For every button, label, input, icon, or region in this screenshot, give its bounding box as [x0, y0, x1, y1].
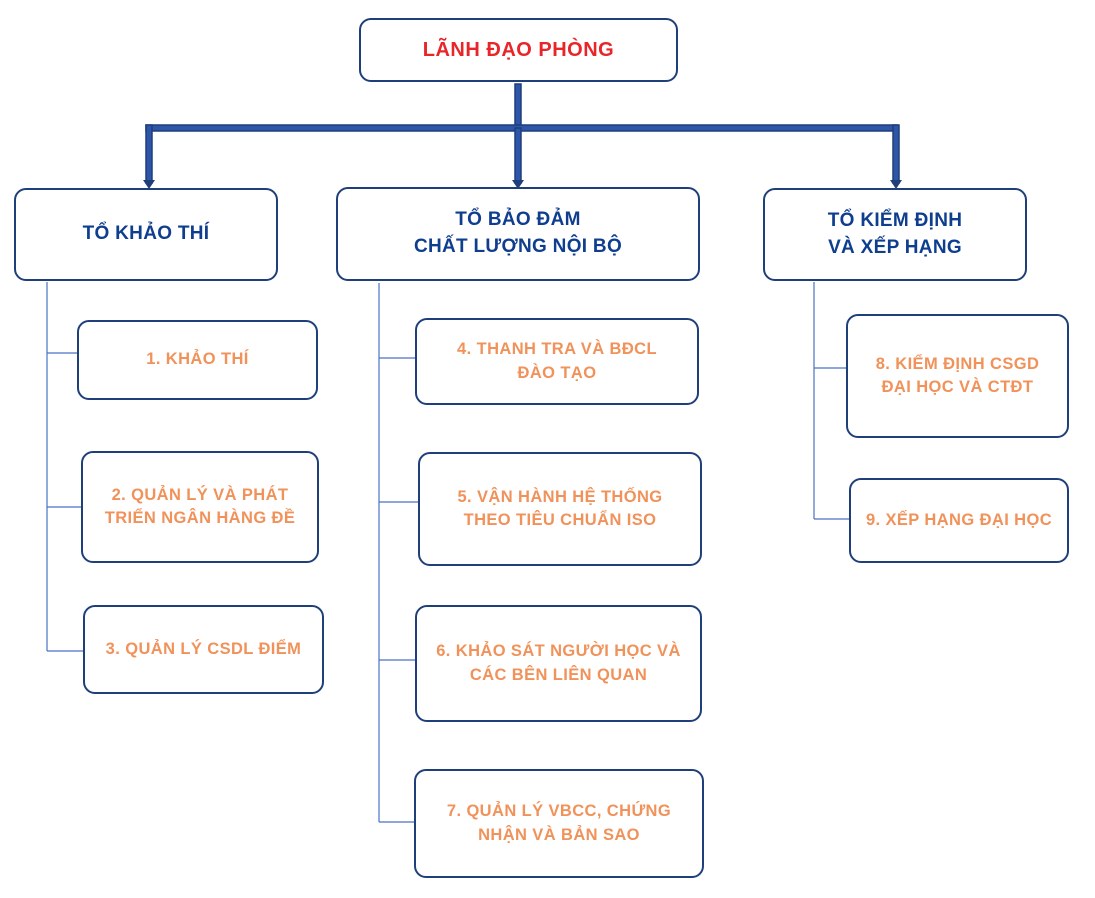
unit-box-1: 1. KHẢO THÍ [77, 320, 318, 400]
unit-label-4: 4. THANH TRA VÀ BĐCL ĐÀO TẠO [457, 340, 657, 382]
unit-label-9: 9. XẾP HẠNG ĐẠI HỌC [865, 510, 1053, 529]
unit-box-3: 3. QUẢN LÝ CSDL ĐIỂM [83, 605, 324, 694]
group-label-kiem-dinh-xep-hang: TỔ KIỂM ĐỊNH VÀ XẾP HẠNG [827, 209, 963, 258]
unit-box-7: 7. QUẢN LÝ VBCC, CHỨNG NHẬN VÀ BẢN SAO [414, 769, 704, 878]
arrowheads [143, 180, 902, 189]
unit-box-8: 8. KIỂM ĐỊNH CSGD ĐẠI HỌC VÀ CTĐT [846, 314, 1069, 438]
group-box-khao-thi: TỔ KHẢO THÍ [14, 188, 278, 281]
branch-connectors [46, 282, 849, 823]
group-label-bao-dam-chat-luong: TỔ BẢO ĐẢM CHẤT LƯỢNG NỘI BỘ [413, 209, 623, 257]
unit-box-9: 9. XẾP HẠNG ĐẠI HỌC [849, 478, 1069, 563]
unit-label-8: 8. KIỂM ĐỊNH CSGD ĐẠI HỌC VÀ CTĐT [875, 354, 1040, 396]
top-leadership-box: LÃNH ĐẠO PHÒNG [359, 18, 678, 82]
unit-label-2: 2. QUẢN LÝ VÀ PHÁT TRIỂN NGÂN HÀNG ĐỀ [104, 485, 296, 527]
main-connectors [145, 83, 900, 184]
group-label-khao-thi: TỔ KHẢO THÍ [82, 223, 210, 245]
unit-box-6: 6. KHẢO SÁT NGƯỜI HỌC VÀ CÁC BÊN LIÊN QU… [415, 605, 702, 722]
group-box-kiem-dinh-xep-hang: TỔ KIỂM ĐỊNH VÀ XẾP HẠNG [763, 188, 1027, 281]
unit-box-5: 5. VẬN HÀNH HỆ THỐNG THEO TIÊU CHUẨN ISO [418, 452, 702, 566]
unit-label-1: 1. KHẢO THÍ [146, 350, 249, 369]
unit-label-7: 7. QUẢN LÝ VBCC, CHỨNG NHẬN VÀ BẢN SAO [446, 802, 672, 844]
unit-box-4: 4. THANH TRA VÀ BĐCL ĐÀO TẠO [415, 318, 699, 405]
unit-label-5: 5. VẬN HÀNH HỆ THỐNG THEO TIÊU CHUẨN ISO [457, 487, 663, 529]
group-box-bao-dam-chat-luong: TỔ BẢO ĐẢM CHẤT LƯỢNG NỘI BỘ [336, 187, 700, 281]
unit-box-2: 2. QUẢN LÝ VÀ PHÁT TRIỂN NGÂN HÀNG ĐỀ [81, 451, 319, 563]
unit-label-3: 3. QUẢN LÝ CSDL ĐIỂM [105, 639, 302, 658]
top-leadership-label: LÃNH ĐẠO PHÒNG [422, 39, 615, 61]
unit-label-6: 6. KHẢO SÁT NGƯỜI HỌC VÀ CÁC BÊN LIÊN QU… [436, 642, 681, 684]
